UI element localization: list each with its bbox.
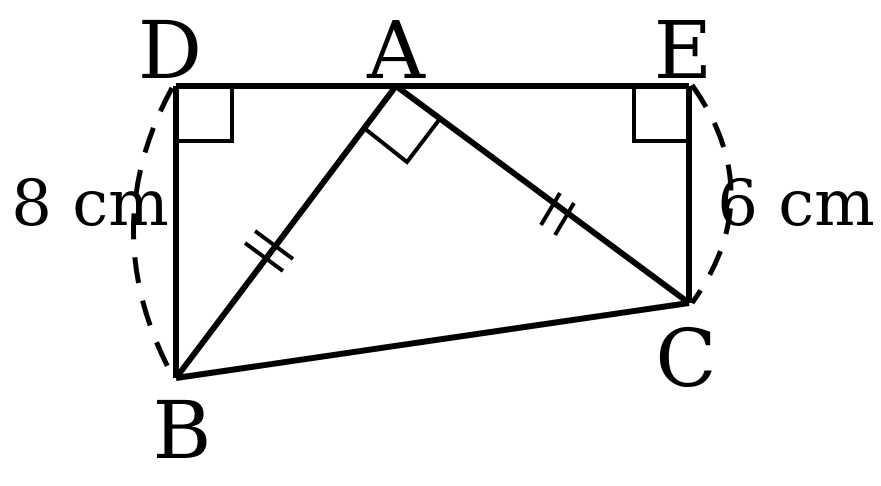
tick-ac-2 [553, 201, 576, 237]
segment-ac [394, 83, 691, 306]
right-angle-mark-e [632, 86, 689, 143]
tick-ab-1 [243, 241, 285, 273]
segment-ab [173, 84, 399, 380]
label-length-ce: 6 cm [717, 167, 875, 241]
label-point-b: B [153, 384, 212, 477]
right-angle-mark-a [362, 118, 441, 165]
label-point-a: A [366, 4, 426, 97]
tick-ab-2 [253, 229, 295, 261]
segment-bc [175, 300, 690, 381]
right-angle-mark-d [176, 86, 234, 143]
left-dashed-arc [131, 86, 175, 377]
label-point-d: D [138, 4, 202, 97]
tick-ac-1 [539, 191, 562, 227]
label-length-bd: 8 cm [11, 167, 169, 241]
label-point-e: E [654, 4, 712, 97]
label-point-c: C [655, 312, 716, 405]
